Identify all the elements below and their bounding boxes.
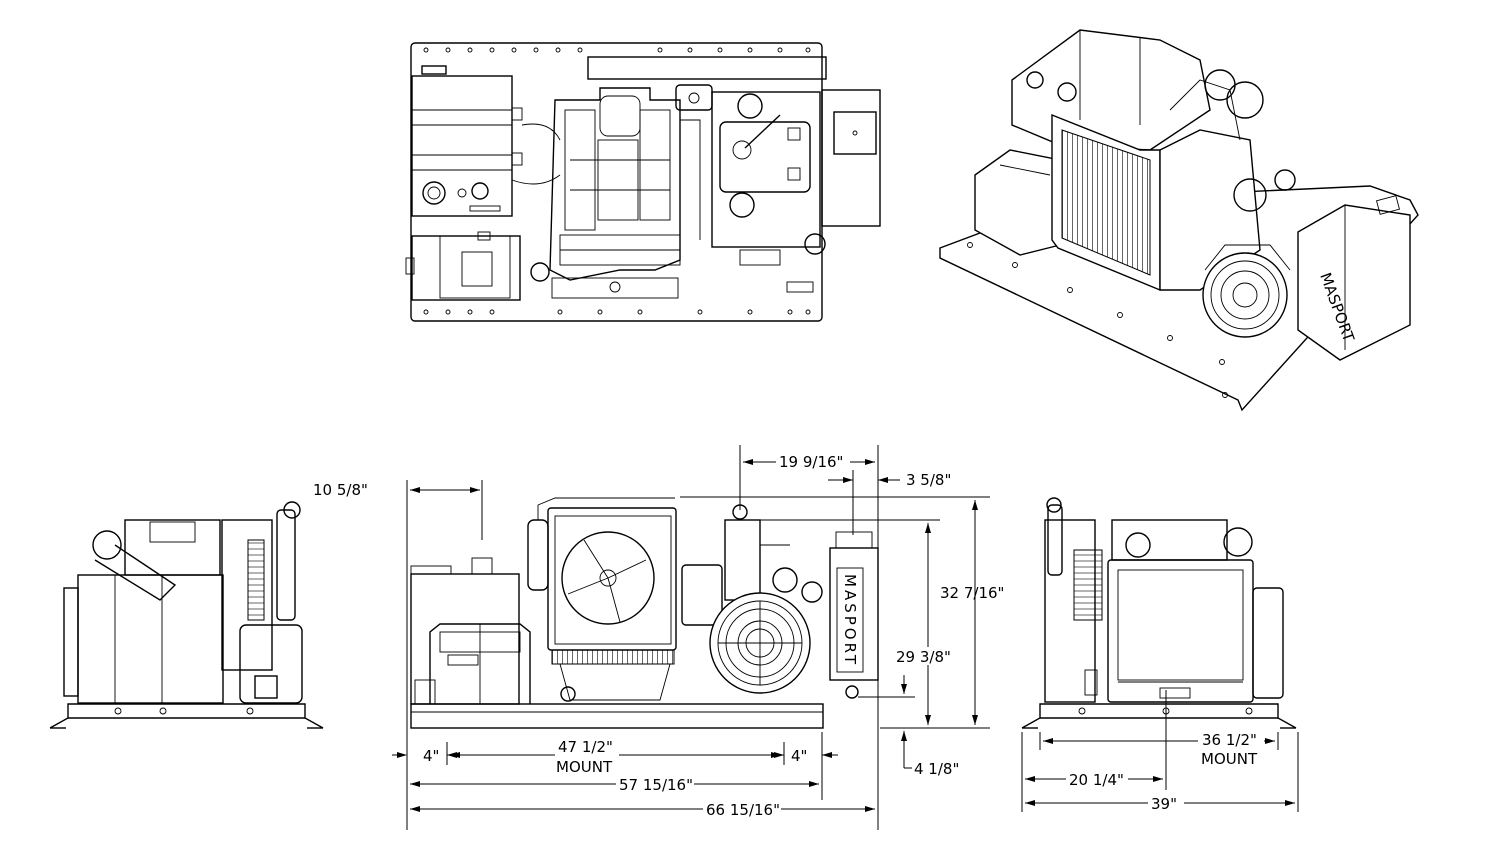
right-side-view bbox=[1021, 497, 1297, 729]
dim-front-left-offset: 10 5/8" bbox=[313, 481, 368, 499]
dimension-lines bbox=[392, 445, 1299, 830]
dim-frame-length: 57 15/16" bbox=[619, 776, 693, 794]
right-side-main-panel bbox=[1107, 559, 1254, 703]
top-view bbox=[405, 42, 881, 322]
front-view-radiator bbox=[527, 497, 677, 702]
isometric-control-box: MASPORT bbox=[1297, 195, 1411, 361]
dim-tank-height: 29 3/8" bbox=[896, 648, 951, 666]
front-view-fuel-tank bbox=[410, 557, 520, 705]
dimension-labels: 10 5/8" 19 9/16" 3 5/8" 32 7/16" 29 3/8"… bbox=[313, 452, 1264, 819]
dim-right-edge-gap: 4" bbox=[791, 747, 807, 765]
front-view-brand-text: MASPORT bbox=[841, 574, 859, 667]
dim-overall-height: 32 7/16" bbox=[940, 584, 1004, 602]
isometric-radiator bbox=[1051, 113, 1161, 292]
front-view-battery bbox=[429, 623, 531, 704]
isometric-base-holes bbox=[967, 242, 1228, 398]
front-view-base-frame bbox=[410, 703, 824, 729]
front-view-alternator bbox=[709, 592, 811, 694]
dim-left-edge-gap: 4" bbox=[423, 747, 439, 765]
top-view-control-box bbox=[821, 89, 881, 227]
dim-base-height: 4 1/8" bbox=[914, 760, 959, 778]
dim-top-width: 19 9/16" bbox=[779, 453, 843, 471]
left-side-view bbox=[49, 501, 324, 729]
dim-mount-span: 47 1/2" bbox=[558, 738, 613, 756]
dim-overall-length: 66 15/16" bbox=[706, 801, 780, 819]
dim-side-offset: 20 1/4" bbox=[1069, 771, 1124, 789]
dim-side-mount-label: MOUNT bbox=[1201, 750, 1258, 768]
dim-side-width: 39" bbox=[1151, 795, 1177, 813]
front-view-control-box: MASPORT bbox=[829, 531, 879, 699]
isometric-view: MASPORT bbox=[939, 29, 1419, 412]
dim-right-offset: 3 5/8" bbox=[906, 471, 951, 489]
isometric-alternator bbox=[1202, 244, 1291, 338]
dim-side-mount-span: 36 1/2" bbox=[1202, 731, 1257, 749]
top-view-engine bbox=[511, 87, 681, 299]
top-view-mount-holes bbox=[423, 47, 811, 315]
dim-mount-label: MOUNT bbox=[556, 758, 613, 776]
top-view-alternator bbox=[711, 91, 826, 266]
front-view: MASPORT bbox=[410, 497, 879, 729]
